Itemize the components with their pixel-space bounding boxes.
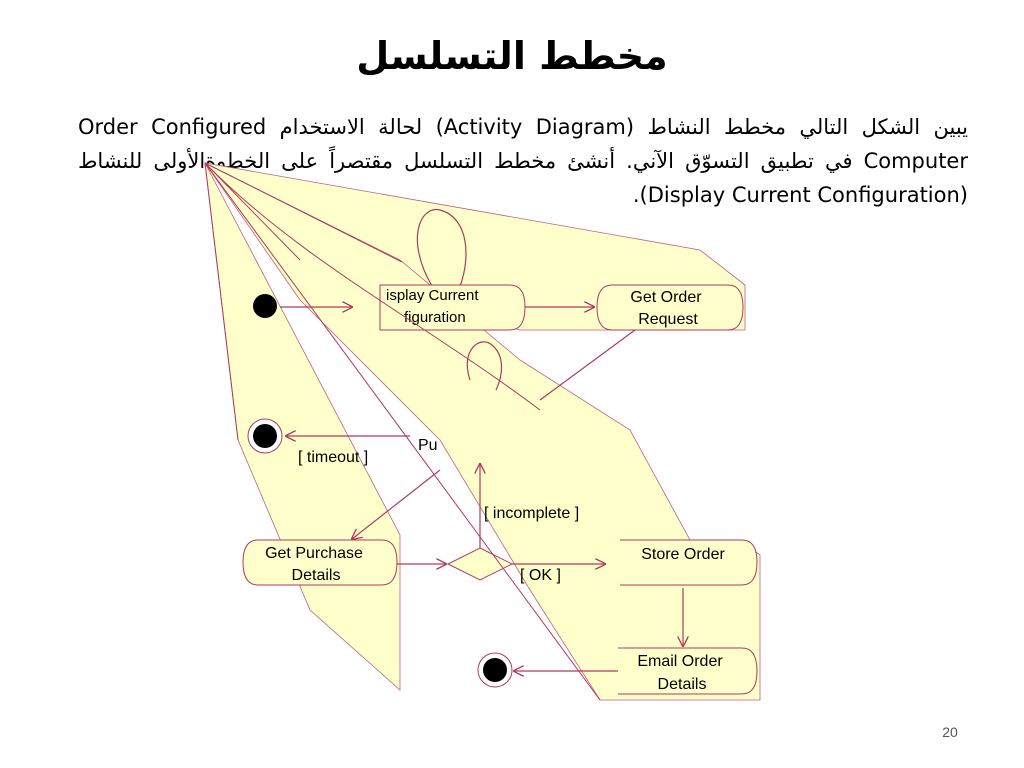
- callout-highlights: [203, 162, 761, 701]
- activity-purchase-label: Pu: [418, 437, 438, 454]
- activity-get-purchase-line2: Details: [292, 567, 341, 584]
- final-node-timeout: [247, 418, 283, 454]
- callout-lines: [204, 162, 601, 701]
- guard-incomplete: [ incomplete ]: [484, 505, 579, 522]
- page-number: 20: [942, 724, 958, 740]
- final-node-end: [477, 652, 513, 688]
- transitions: [280, 307, 683, 671]
- activity-get-purchase-line1: Get Purchase: [265, 545, 363, 562]
- activity-get-order-line1: Get Order: [630, 289, 702, 306]
- activity-purchase: Pu: [418, 437, 438, 454]
- guard-ok: [ OK ]: [520, 567, 561, 584]
- activity-display-config-line1: isplay Current: [386, 287, 479, 304]
- activity-display-config: isplay Current figuration: [379, 284, 526, 331]
- guard-timeout: [ timeout ]: [298, 449, 368, 466]
- transition-order-to-purchase: [539, 329, 636, 401]
- activity-email-order-details: Email Order Details: [618, 647, 758, 695]
- transition-purchase-to-details: [352, 469, 441, 539]
- activity-get-order-request: Get Order Request: [596, 284, 744, 331]
- activity-email-line1: Email Order: [637, 653, 723, 670]
- slide-paragraph: يبين الشكل التالي مخطط النشاط (Activity …: [78, 115, 969, 207]
- activity-display-config-line2: figuration: [404, 309, 466, 326]
- self-loop-display: [416, 209, 467, 287]
- slide-title: مخطط التسلسل: [356, 34, 668, 78]
- activity-store-order-label: Store Order: [641, 546, 725, 563]
- initial-node: [253, 294, 277, 318]
- decision-diamond: [446, 547, 514, 581]
- activity-store-order: Store Order: [620, 539, 758, 586]
- activity-get-purchase-details: Get Purchase Details: [242, 539, 398, 586]
- activity-email-line2: Details: [658, 676, 707, 693]
- activity-get-order-line2: Request: [638, 311, 698, 328]
